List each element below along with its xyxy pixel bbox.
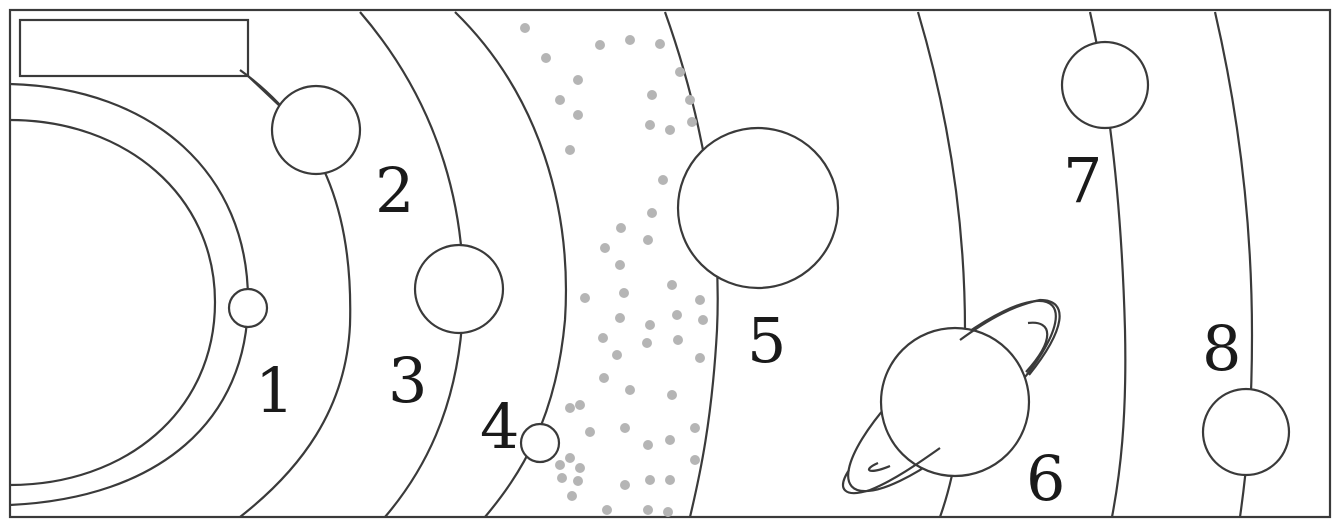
asteroid-dot	[599, 373, 609, 383]
asteroid-dot	[619, 288, 629, 298]
asteroid-dot	[642, 338, 652, 348]
asteroid-dot	[665, 435, 675, 445]
asteroid-dot	[598, 333, 608, 343]
asteroid-dot	[643, 235, 653, 245]
asteroid-dot	[615, 260, 625, 270]
asteroid-dot	[616, 223, 626, 233]
planet-1	[227, 287, 269, 329]
asteroid-dot	[647, 90, 657, 100]
asteroid-dot	[663, 507, 673, 517]
label-8: 8	[1202, 312, 1241, 385]
asteroid-dot	[600, 243, 610, 253]
asteroid-dot	[595, 40, 605, 50]
asteroid-dot	[575, 463, 585, 473]
asteroid-dot	[658, 175, 668, 185]
asteroid-dot	[573, 476, 583, 486]
asteroid-dot	[645, 475, 655, 485]
asteroid-dot	[643, 505, 653, 515]
asteroid-dot	[612, 350, 622, 360]
asteroid-dot	[575, 400, 585, 410]
asteroid-dot	[675, 67, 685, 77]
asteroid-dot	[647, 208, 657, 218]
label-1: 1	[255, 354, 294, 427]
asteroid-dot	[520, 23, 530, 33]
asteroid-dot	[655, 39, 665, 49]
planet-6-body	[879, 326, 1031, 478]
asteroid-dot	[620, 423, 630, 433]
asteroid-dot	[573, 75, 583, 85]
asteroid-dot	[573, 110, 583, 120]
asteroid-dot	[645, 320, 655, 330]
asteroid-dot	[672, 310, 682, 320]
asteroid-dot	[602, 505, 612, 515]
asteroid-dot	[643, 440, 653, 450]
asteroid-dot	[667, 280, 677, 290]
orbit-4	[454, 11, 567, 518]
label-6: 6	[1026, 442, 1065, 515]
label-2: 2	[375, 154, 414, 227]
asteroid-belt	[520, 23, 708, 517]
asteroid-dot	[665, 125, 675, 135]
diagram-frame	[8, 8, 1332, 519]
asteroid-dot	[557, 473, 567, 483]
label-box	[18, 18, 250, 78]
asteroid-dot	[625, 385, 635, 395]
asteroid-dot	[687, 117, 697, 127]
asteroid-dot	[620, 480, 630, 490]
asteroid-dot	[695, 295, 705, 305]
planet-8	[1201, 387, 1291, 477]
planet-4	[519, 422, 561, 464]
asteroid-dot	[585, 427, 595, 437]
asteroid-dot	[565, 403, 575, 413]
asteroid-dot	[667, 390, 677, 400]
asteroid-dot	[565, 453, 575, 463]
asteroid-dot	[567, 491, 577, 501]
asteroid-dot	[565, 145, 575, 155]
label-3: 3	[388, 344, 427, 417]
label-4: 4	[480, 390, 519, 463]
sun	[9, 118, 217, 487]
planet-7	[1060, 40, 1150, 130]
asteroid-dot	[685, 95, 695, 105]
label-5: 5	[747, 304, 786, 377]
asteroid-dot	[615, 313, 625, 323]
planet-5	[676, 126, 840, 290]
asteroid-dot	[555, 95, 565, 105]
asteroid-dot	[625, 35, 635, 45]
planet-6-ring-front	[842, 298, 1061, 495]
planet-6-ring-inner	[867, 321, 1049, 472]
asteroid-dot	[580, 293, 590, 303]
label-box-connector	[247, 75, 285, 111]
orbit-5	[663, 11, 719, 518]
asteroid-dot	[690, 423, 700, 433]
label-7: 7	[1063, 144, 1102, 217]
planet-2	[270, 84, 362, 176]
asteroid-dot	[673, 335, 683, 345]
planet-3	[413, 243, 505, 335]
orbit-1	[9, 82, 250, 507]
asteroid-dot	[690, 455, 700, 465]
asteroid-dot	[541, 53, 551, 63]
asteroid-dot	[645, 120, 655, 130]
asteroid-dot	[698, 315, 708, 325]
asteroid-dot	[665, 475, 675, 485]
asteroid-dot	[695, 353, 705, 363]
planet-6	[842, 298, 1061, 495]
asteroid-dot	[555, 460, 565, 470]
